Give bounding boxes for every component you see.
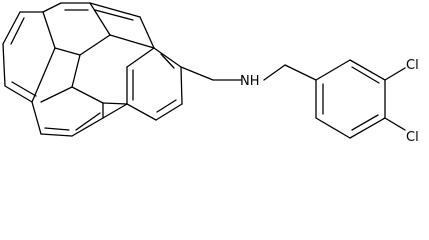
chlorine-bottom-label: Cl bbox=[406, 130, 419, 145]
methylene-linker-left bbox=[180, 66, 242, 81]
methylene-linker-right bbox=[263, 64, 317, 81]
pyrene-ring-system bbox=[2, 2, 183, 137]
dichlorophenyl-ring bbox=[315, 59, 386, 139]
chlorine-top-label: Cl bbox=[406, 58, 419, 73]
amine-label: NH bbox=[240, 74, 260, 89]
chlorine-bonds bbox=[384, 67, 406, 131]
chemical-structure-diagram: NH Cl Cl bbox=[2, 2, 419, 145]
